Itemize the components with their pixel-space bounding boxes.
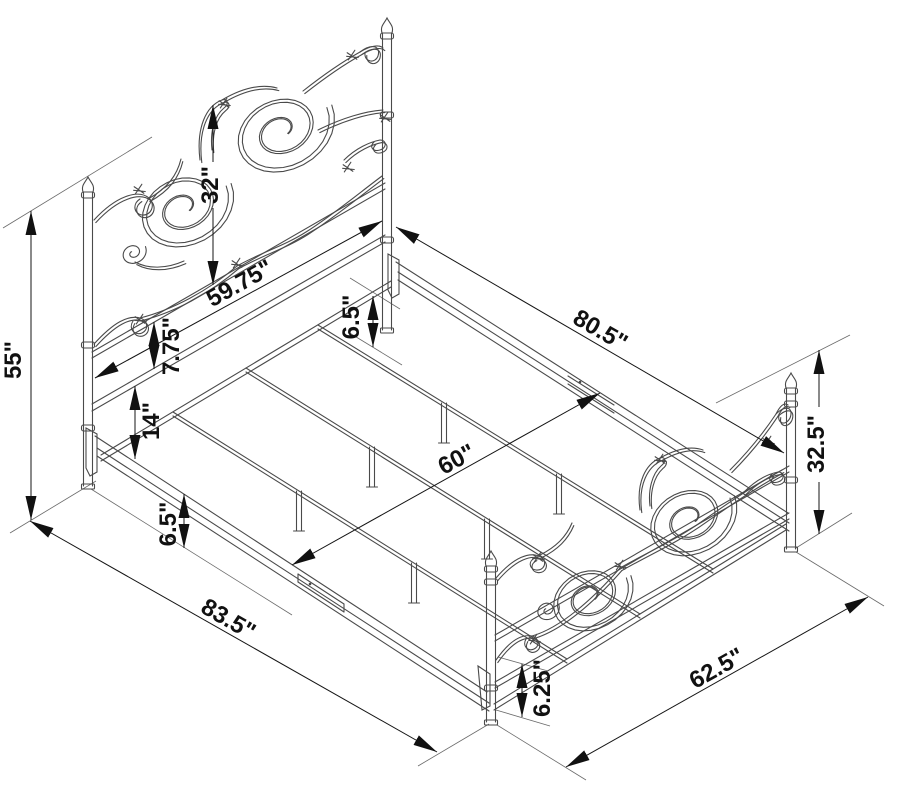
far-side-rail (387, 253, 790, 532)
scroll-curl (537, 602, 560, 621)
scroll-sweep-outline (223, 88, 280, 104)
post-collar (483, 684, 499, 692)
dim-label-headboard-scroll-height: 32" (197, 165, 224, 205)
post-collar (783, 400, 799, 408)
scroll-spiral (241, 101, 330, 169)
post-finial (784, 371, 798, 389)
scroll-sweep-outline (621, 472, 785, 572)
finial-collar (483, 565, 499, 573)
scroll-sweep-outline (497, 637, 541, 664)
post-finial (380, 16, 394, 34)
scroll-tie-clip (133, 183, 146, 195)
scroll-sweep-outline (345, 142, 388, 164)
headboard-scroll-leaf (343, 139, 386, 161)
post-collar (379, 111, 395, 119)
near-side-rail (85, 427, 491, 712)
dim-label-footboard-rail-clearance: 6.25" (529, 658, 556, 718)
post-foot (783, 546, 799, 553)
dim-label-headboard-height: 55" (0, 340, 27, 380)
post-collar (80, 424, 96, 432)
bed-frame (85, 253, 790, 712)
post-collar (483, 578, 499, 586)
headboard-left-post (82, 191, 94, 487)
finial-collar (80, 191, 96, 199)
dim-line-headboard-width (94, 220, 383, 379)
scroll-tie-clip (654, 453, 667, 465)
rail-hook-bracket (387, 253, 400, 299)
post-collar (783, 476, 799, 484)
post-foot (80, 483, 96, 490)
scroll-sweep-outline (361, 48, 381, 65)
scrollwork-sweeps (93, 45, 794, 664)
post-finial (81, 175, 95, 193)
post-foot (483, 719, 499, 726)
scroll-tie-clip (218, 97, 231, 109)
footboard-rails (494, 465, 790, 689)
scroll-tie-clips (133, 49, 775, 645)
scroll-sweep-outline (200, 101, 230, 164)
scroll-sweep-outline (95, 196, 155, 224)
post-hardware (80, 16, 799, 726)
scroll-curl (122, 245, 147, 264)
post-collar (80, 341, 96, 349)
dimension-lines (25, 105, 869, 768)
dim-label-footboard-height: 32.5" (803, 414, 830, 474)
finial-collar (379, 32, 395, 40)
headboard-right-post (381, 32, 393, 331)
dim-label-side-rail-floor-clearance: 6.5" (155, 501, 182, 547)
scroll-tie-clip (346, 49, 359, 61)
scroll-spiral (653, 492, 733, 553)
dim-label-headboard-rail-to-frame: 14" (138, 401, 165, 441)
scroll-spiral (237, 98, 335, 173)
center-support-rails (172, 324, 714, 664)
scroll-sweep-outline (640, 459, 667, 514)
scroll-sweep-outline (541, 525, 575, 559)
scroll-spiral (650, 490, 738, 557)
rail-hook-bracket (85, 427, 98, 477)
dim-line-overall-width (565, 596, 869, 768)
footboard-left-post (485, 565, 497, 723)
scroll-sweep-outline (319, 112, 386, 134)
footboard-right-post (785, 387, 797, 550)
finial-collar (783, 387, 799, 395)
headboard-scroll-leaf (93, 193, 153, 221)
dim-line-overall-length (29, 520, 438, 753)
scroll-sweep-outline (304, 47, 386, 95)
scroll-tie-clip (528, 633, 541, 645)
scroll-tie-clip (614, 559, 627, 571)
dim-label-head-rail-floor-clearance: 6.5" (338, 294, 365, 340)
dim-label-headboard-rail-gap: 7.75" (158, 316, 185, 376)
headboard (82, 32, 393, 487)
scroll-tie-clip (342, 161, 355, 173)
dim-line-frame-length (395, 226, 785, 454)
